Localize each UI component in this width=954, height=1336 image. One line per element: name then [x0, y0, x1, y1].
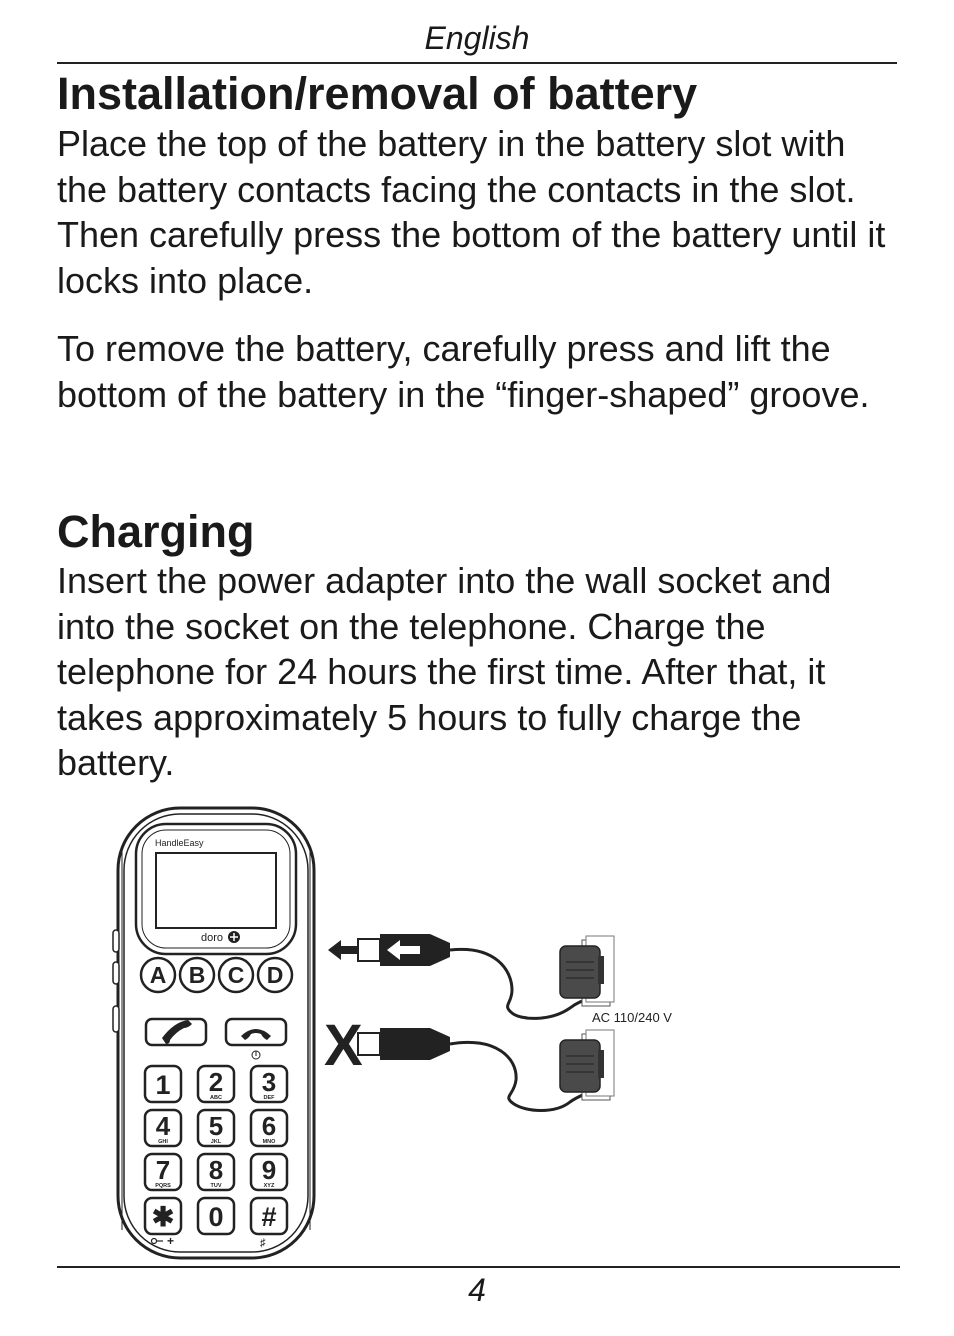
keypad-letters: XYZ — [264, 1183, 275, 1189]
wrong-plug-drawing — [357, 1028, 595, 1112]
abcd-key-label: B — [189, 962, 206, 988]
abcd-key-a: A — [139, 956, 177, 994]
keypad-digit: 8 — [209, 1155, 223, 1185]
keypad-digit: 6 — [262, 1111, 276, 1141]
keypad-letters: ABC — [210, 1095, 222, 1101]
correct-plug-drawing — [357, 934, 597, 1020]
header-language: English — [424, 20, 530, 56]
svg-text:+: + — [167, 1234, 174, 1248]
keypad-digit: 0 — [208, 1202, 223, 1232]
svg-text:♯: ♯ — [260, 1237, 266, 1249]
keypad-digit: 1 — [155, 1070, 170, 1100]
battery-removal-paragraph: To remove the battery, carefully press a… — [57, 328, 870, 415]
wrong-connector-mark: X — [324, 1013, 363, 1078]
keypad-digit: # — [261, 1202, 276, 1232]
power-adapter-2 — [559, 1029, 615, 1101]
keypad-letters: JKL — [211, 1139, 222, 1145]
section-title-charging: Charging — [57, 506, 255, 557]
keypad-letters: DEF — [264, 1095, 276, 1101]
keypad-digit: 7 — [156, 1155, 170, 1185]
keypad-digit: 3 — [262, 1067, 276, 1097]
keypad-letters: PQRS — [155, 1183, 171, 1189]
abcd-key-label: C — [228, 962, 245, 988]
keypad-key: 0 — [196, 1196, 236, 1236]
keypad-letters: GHI — [158, 1139, 168, 1145]
section-title-battery: Installation/removal of battery — [57, 68, 698, 119]
keypad-letters: MNO — [263, 1139, 277, 1145]
phone-model-label: HandleEasy — [155, 838, 204, 848]
abcd-key-c: C — [217, 956, 255, 994]
lock-icon: + — [150, 1234, 174, 1248]
abcd-key-b: B — [178, 956, 216, 994]
keypad-digit: ✱ — [152, 1202, 175, 1232]
keypad-digit: 4 — [156, 1111, 171, 1141]
brand-logo-icon — [228, 931, 240, 943]
end-call-key — [224, 1017, 288, 1047]
insert-arrow-icon — [328, 940, 358, 960]
adapter-voltage-label: AC 110/240 V — [592, 1010, 672, 1025]
silent-icon: ♯ — [260, 1237, 266, 1249]
power-adapter-1 — [559, 935, 615, 1007]
abcd-key-label: D — [267, 962, 284, 988]
charging-paragraph: Insert the power adapter into the wall s… — [57, 560, 832, 783]
battery-install-paragraph: Place the top of the battery in the batt… — [57, 123, 886, 301]
keypad-letters: TUV — [211, 1183, 222, 1189]
brand-logo-text: doro — [201, 932, 223, 944]
page-number: 4 — [468, 1272, 486, 1308]
footer-rule — [57, 1266, 900, 1268]
keypad-key: ✱ — [143, 1196, 183, 1236]
abcd-key-label: A — [150, 962, 167, 988]
keypad-digit: 5 — [209, 1111, 223, 1141]
abcd-key-d: D — [256, 956, 294, 994]
call-key — [144, 1017, 208, 1047]
header-rule — [57, 62, 897, 64]
keypad-digit: 9 — [262, 1155, 276, 1185]
keypad-key: 1 — [143, 1064, 183, 1104]
power-icon — [251, 1050, 261, 1060]
keypad-digit: 2 — [209, 1067, 223, 1097]
keypad-key: # — [249, 1196, 289, 1236]
